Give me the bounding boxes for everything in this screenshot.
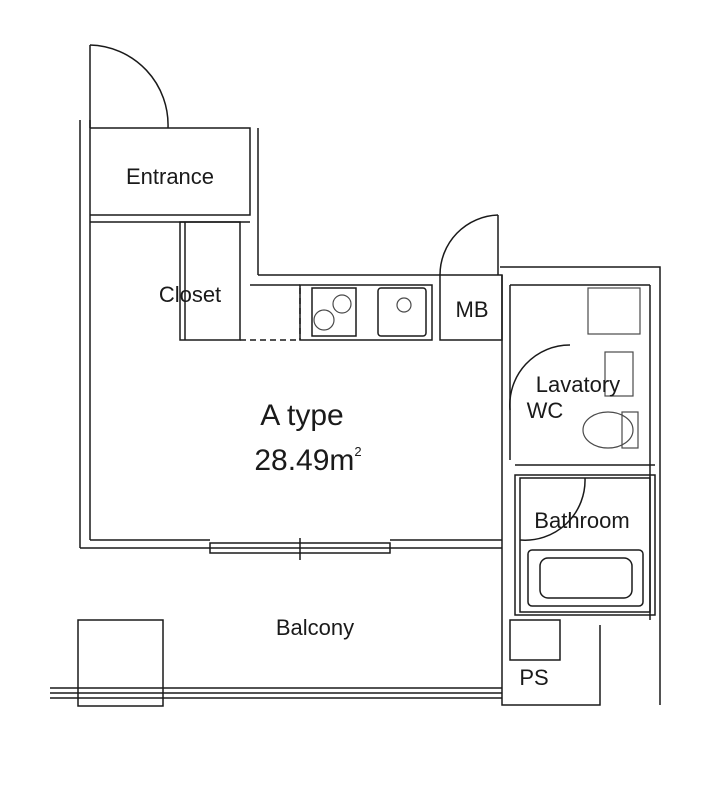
- unit-area-label: 28.49m2: [254, 444, 361, 477]
- fixtures: [313, 287, 641, 449]
- unit-area-value: 28.49m: [254, 444, 354, 477]
- doors: [89, 44, 586, 541]
- room-label-ps: PS: [519, 665, 548, 690]
- burner-1: [313, 309, 335, 331]
- toilet-tank: [621, 411, 639, 449]
- unit-type-label: A type: [260, 399, 343, 432]
- room-label-lavatory: Lavatory: [536, 372, 620, 397]
- ps-outer: [501, 545, 601, 706]
- mb-door-arc: [439, 214, 499, 276]
- room-label-wc: WC: [527, 398, 564, 423]
- entrance-walls: [90, 127, 251, 216]
- room-label-closet: Closet: [159, 282, 221, 307]
- bathtub-inner: [539, 557, 633, 599]
- wc-door-arc: [509, 344, 571, 411]
- closet-box: [179, 221, 241, 341]
- room-label-entrance: Entrance: [126, 164, 214, 189]
- entrance-door-arc: [89, 44, 169, 129]
- wash-basin: [604, 351, 634, 397]
- room-label-bathroom: Bathroom: [534, 508, 629, 533]
- kitchen-counter: [299, 284, 433, 341]
- room-label-balcony: Balcony: [276, 615, 354, 640]
- faucet: [396, 297, 412, 313]
- toilet-bowl: [582, 411, 634, 449]
- right-outer-wall: [500, 266, 661, 705]
- sink: [377, 287, 427, 337]
- stove: [311, 287, 357, 337]
- burner-2: [332, 294, 352, 314]
- washer-tray: [587, 287, 641, 335]
- bath-door-arc: [519, 477, 586, 541]
- unit-area-superscript: 2: [354, 444, 361, 459]
- walls: [50, 120, 661, 707]
- aircon-unit: [77, 619, 164, 707]
- bathtub: [527, 549, 644, 607]
- room-label-mb: MB: [456, 297, 489, 322]
- bathroom-box: [514, 474, 656, 616]
- ps-box: [509, 619, 561, 661]
